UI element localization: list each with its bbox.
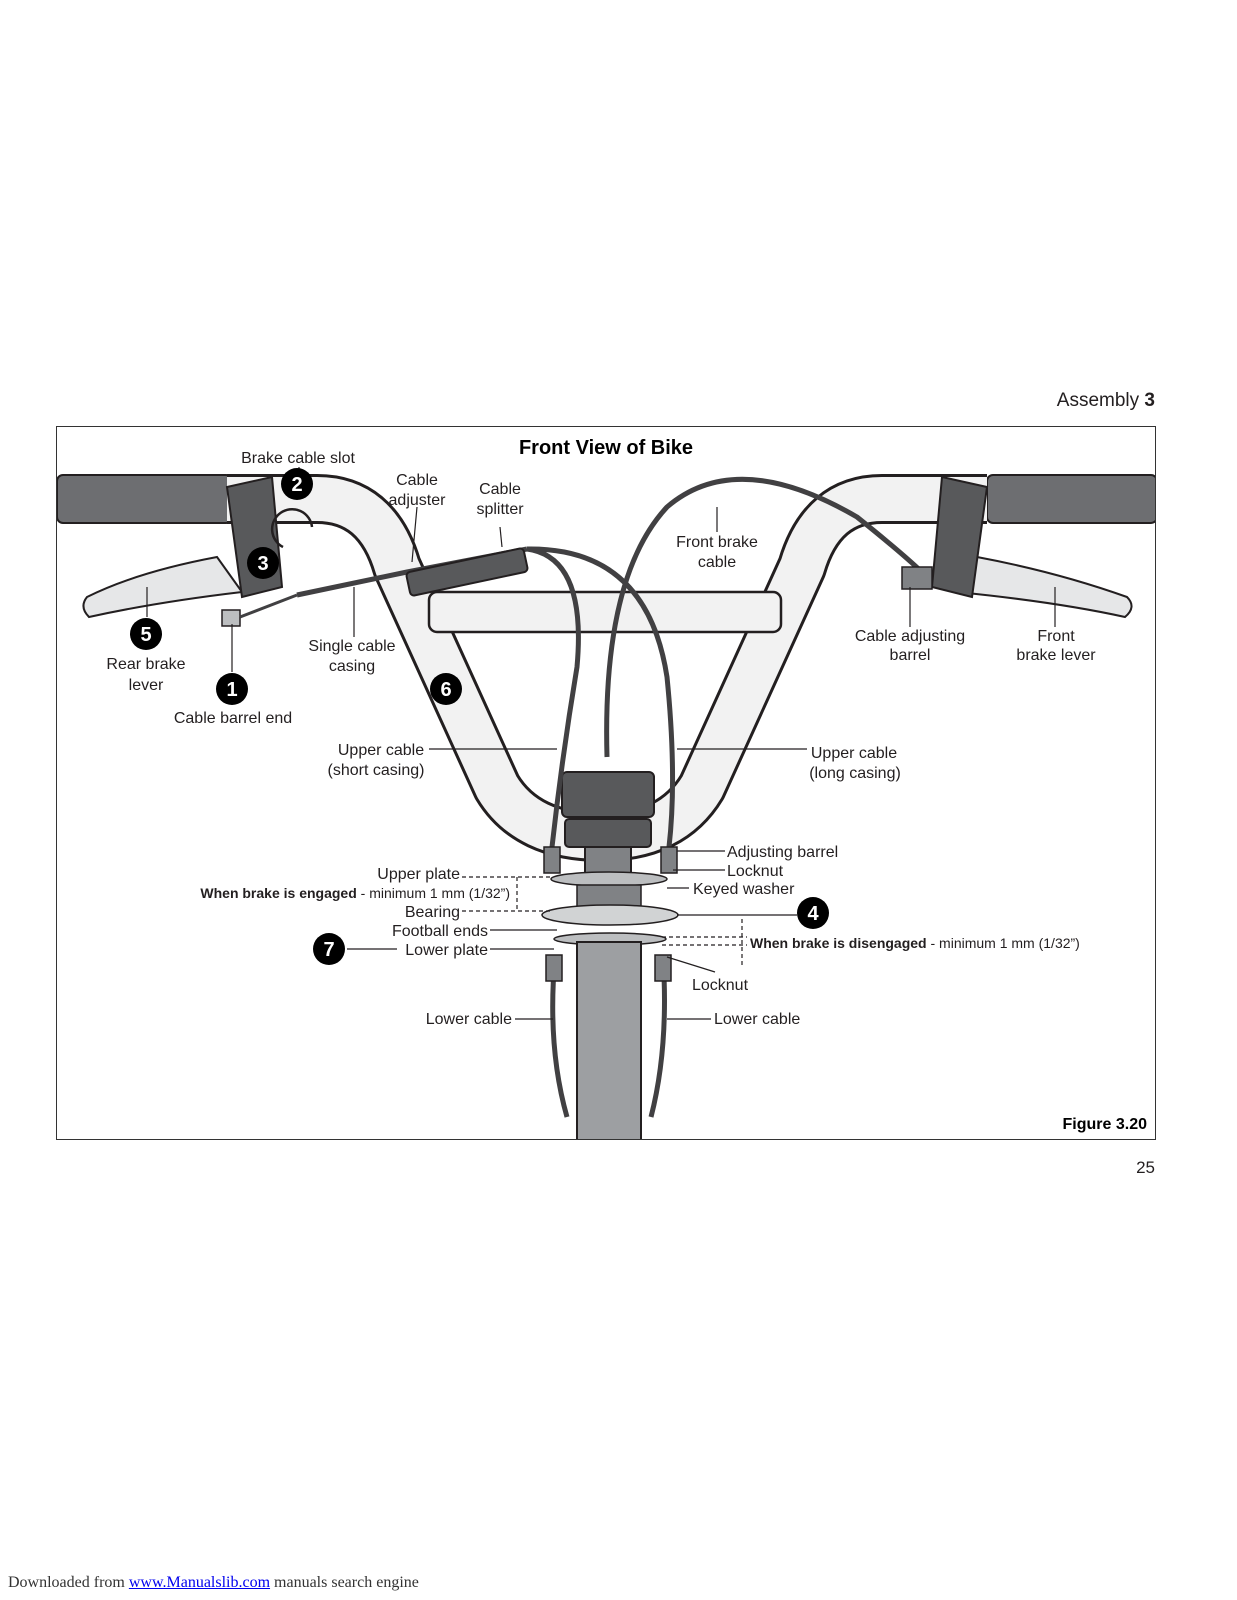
gap-dashed-lines	[462, 876, 747, 967]
label-lower-cable-left: Lower cable	[426, 1011, 512, 1028]
label-engaged-rest: - minimum 1 mm (1/32”)	[357, 885, 510, 901]
label-upper-cable-long-2: (long casing)	[809, 765, 901, 782]
label-cable-splitter-1: Cable	[479, 481, 521, 498]
lower-barrel-left	[545, 954, 563, 982]
chapter-number: 3	[1144, 390, 1155, 411]
lower-barrel-right	[654, 954, 672, 982]
crossbar	[427, 590, 783, 634]
callout-1	[216, 673, 248, 705]
callout-4	[797, 897, 829, 929]
label-cable-adjusting-barrel-2: barrel	[890, 647, 931, 664]
label-locknut-lower: Locknut	[692, 977, 749, 994]
label-single-cable-casing-2: casing	[329, 658, 375, 675]
upper-plate	[550, 871, 668, 887]
page-number: 25	[1136, 1158, 1155, 1177]
right-grip	[986, 474, 1155, 524]
callout-2	[281, 468, 313, 500]
label-cable-splitter-2: splitter	[476, 501, 524, 518]
left-grip	[57, 474, 233, 524]
label-front-brake-cable-1: Front brake	[676, 534, 758, 551]
label-upper-cable-short-2: (short casing)	[328, 762, 425, 779]
download-footer: Downloaded from www.Manualslib.com manua…	[8, 1574, 419, 1592]
rear-brake-lever	[82, 555, 244, 619]
label-engaged-bold: When brake is engaged	[200, 885, 356, 901]
label-rear-brake-lever-1: Rear brake	[106, 656, 185, 673]
figure-title: Front View of Bike	[519, 437, 693, 459]
label-cable-barrel-end: Cable barrel end	[174, 710, 292, 727]
adjusting-barrel-right	[660, 846, 678, 874]
label-front-brake-cable-2: cable	[698, 554, 736, 571]
label-cable-adjuster-1: Cable	[396, 472, 438, 489]
label-cable-adjusting-barrel-1: Cable adjusting	[855, 628, 965, 645]
label-upper-cable-short-1: Upper cable	[338, 742, 424, 759]
adjusting-barrel-left	[543, 846, 561, 874]
label-keyed-washer: Keyed washer	[693, 881, 795, 898]
callout-6-label: 6	[440, 679, 451, 701]
callout-6	[430, 673, 462, 705]
callout-7-label: 7	[323, 939, 334, 961]
callout-1-label: 1	[226, 679, 237, 701]
footer-prefix: Downloaded from	[8, 1574, 129, 1591]
callout-5	[130, 618, 162, 650]
label-brake-cable-slot: Brake cable slot	[241, 450, 355, 467]
rotate-arrow-icon	[270, 507, 314, 549]
head-tube	[576, 941, 642, 1139]
label-disengaged-rest: - minimum 1 mm (1/32”)	[927, 935, 1080, 951]
label-bearing: Bearing	[405, 904, 460, 921]
callout-3-label: 3	[257, 553, 268, 575]
label-lower-plate: Lower plate	[405, 942, 488, 959]
stem-assembly	[541, 771, 679, 1139]
callout-3	[247, 547, 279, 579]
figure-caption: Figure 3.20	[1063, 1116, 1148, 1133]
callout-5-label: 5	[140, 624, 151, 646]
label-football-ends: Football ends	[392, 923, 488, 940]
footer-suffix: manuals search engine	[270, 1574, 419, 1591]
label-adjusting-barrel: Adjusting barrel	[727, 844, 838, 861]
page-header: Assembly 3	[1057, 390, 1155, 412]
manualslib-link[interactable]: www.Manualslib.com	[128, 1574, 271, 1591]
bike-front-view-diagram: 1 2 3 4 5 6 7 Front View of Bike Figure …	[57, 437, 1155, 1139]
part-labels: Brake cable slot Cable adjuster Cable sp…	[106, 450, 1096, 1028]
label-locknut-upper: Locknut	[727, 863, 784, 880]
label-disengaged: When brake is disengaged - minimum 1 mm …	[750, 935, 1080, 951]
cable-splitter	[405, 547, 529, 597]
leader-lines	[146, 467, 1056, 1020]
cable-adjusting-barrel	[901, 566, 933, 590]
label-lower-cable-right: Lower cable	[714, 1011, 800, 1028]
cable-barrel-end	[221, 609, 241, 627]
label-rear-brake-lever-2: lever	[129, 677, 164, 694]
callout-markers: 1 2 3 4 5 6 7	[130, 468, 829, 965]
callout-7	[313, 933, 345, 965]
section-name: Assembly	[1056, 390, 1140, 411]
label-engaged: When brake is engaged - minimum 1 mm (1/…	[200, 885, 510, 901]
label-single-cable-casing-1: Single cable	[308, 638, 395, 655]
label-disengaged-bold: When brake is disengaged	[750, 935, 927, 951]
label-cable-adjuster-2: adjuster	[389, 492, 447, 509]
label-front-brake-lever-2: brake lever	[1016, 647, 1096, 664]
bearing-plate	[541, 904, 679, 926]
label-front-brake-lever-1: Front	[1037, 628, 1075, 645]
callout-2-label: 2	[291, 474, 302, 496]
figure-frame: 1 2 3 4 5 6 7 Front View of Bike Figure …	[56, 426, 1156, 1140]
front-brake-lever	[955, 555, 1133, 619]
callout-4-label: 4	[807, 903, 819, 925]
label-upper-plate: Upper plate	[377, 866, 460, 883]
label-upper-cable-long-1: Upper cable	[811, 745, 897, 762]
